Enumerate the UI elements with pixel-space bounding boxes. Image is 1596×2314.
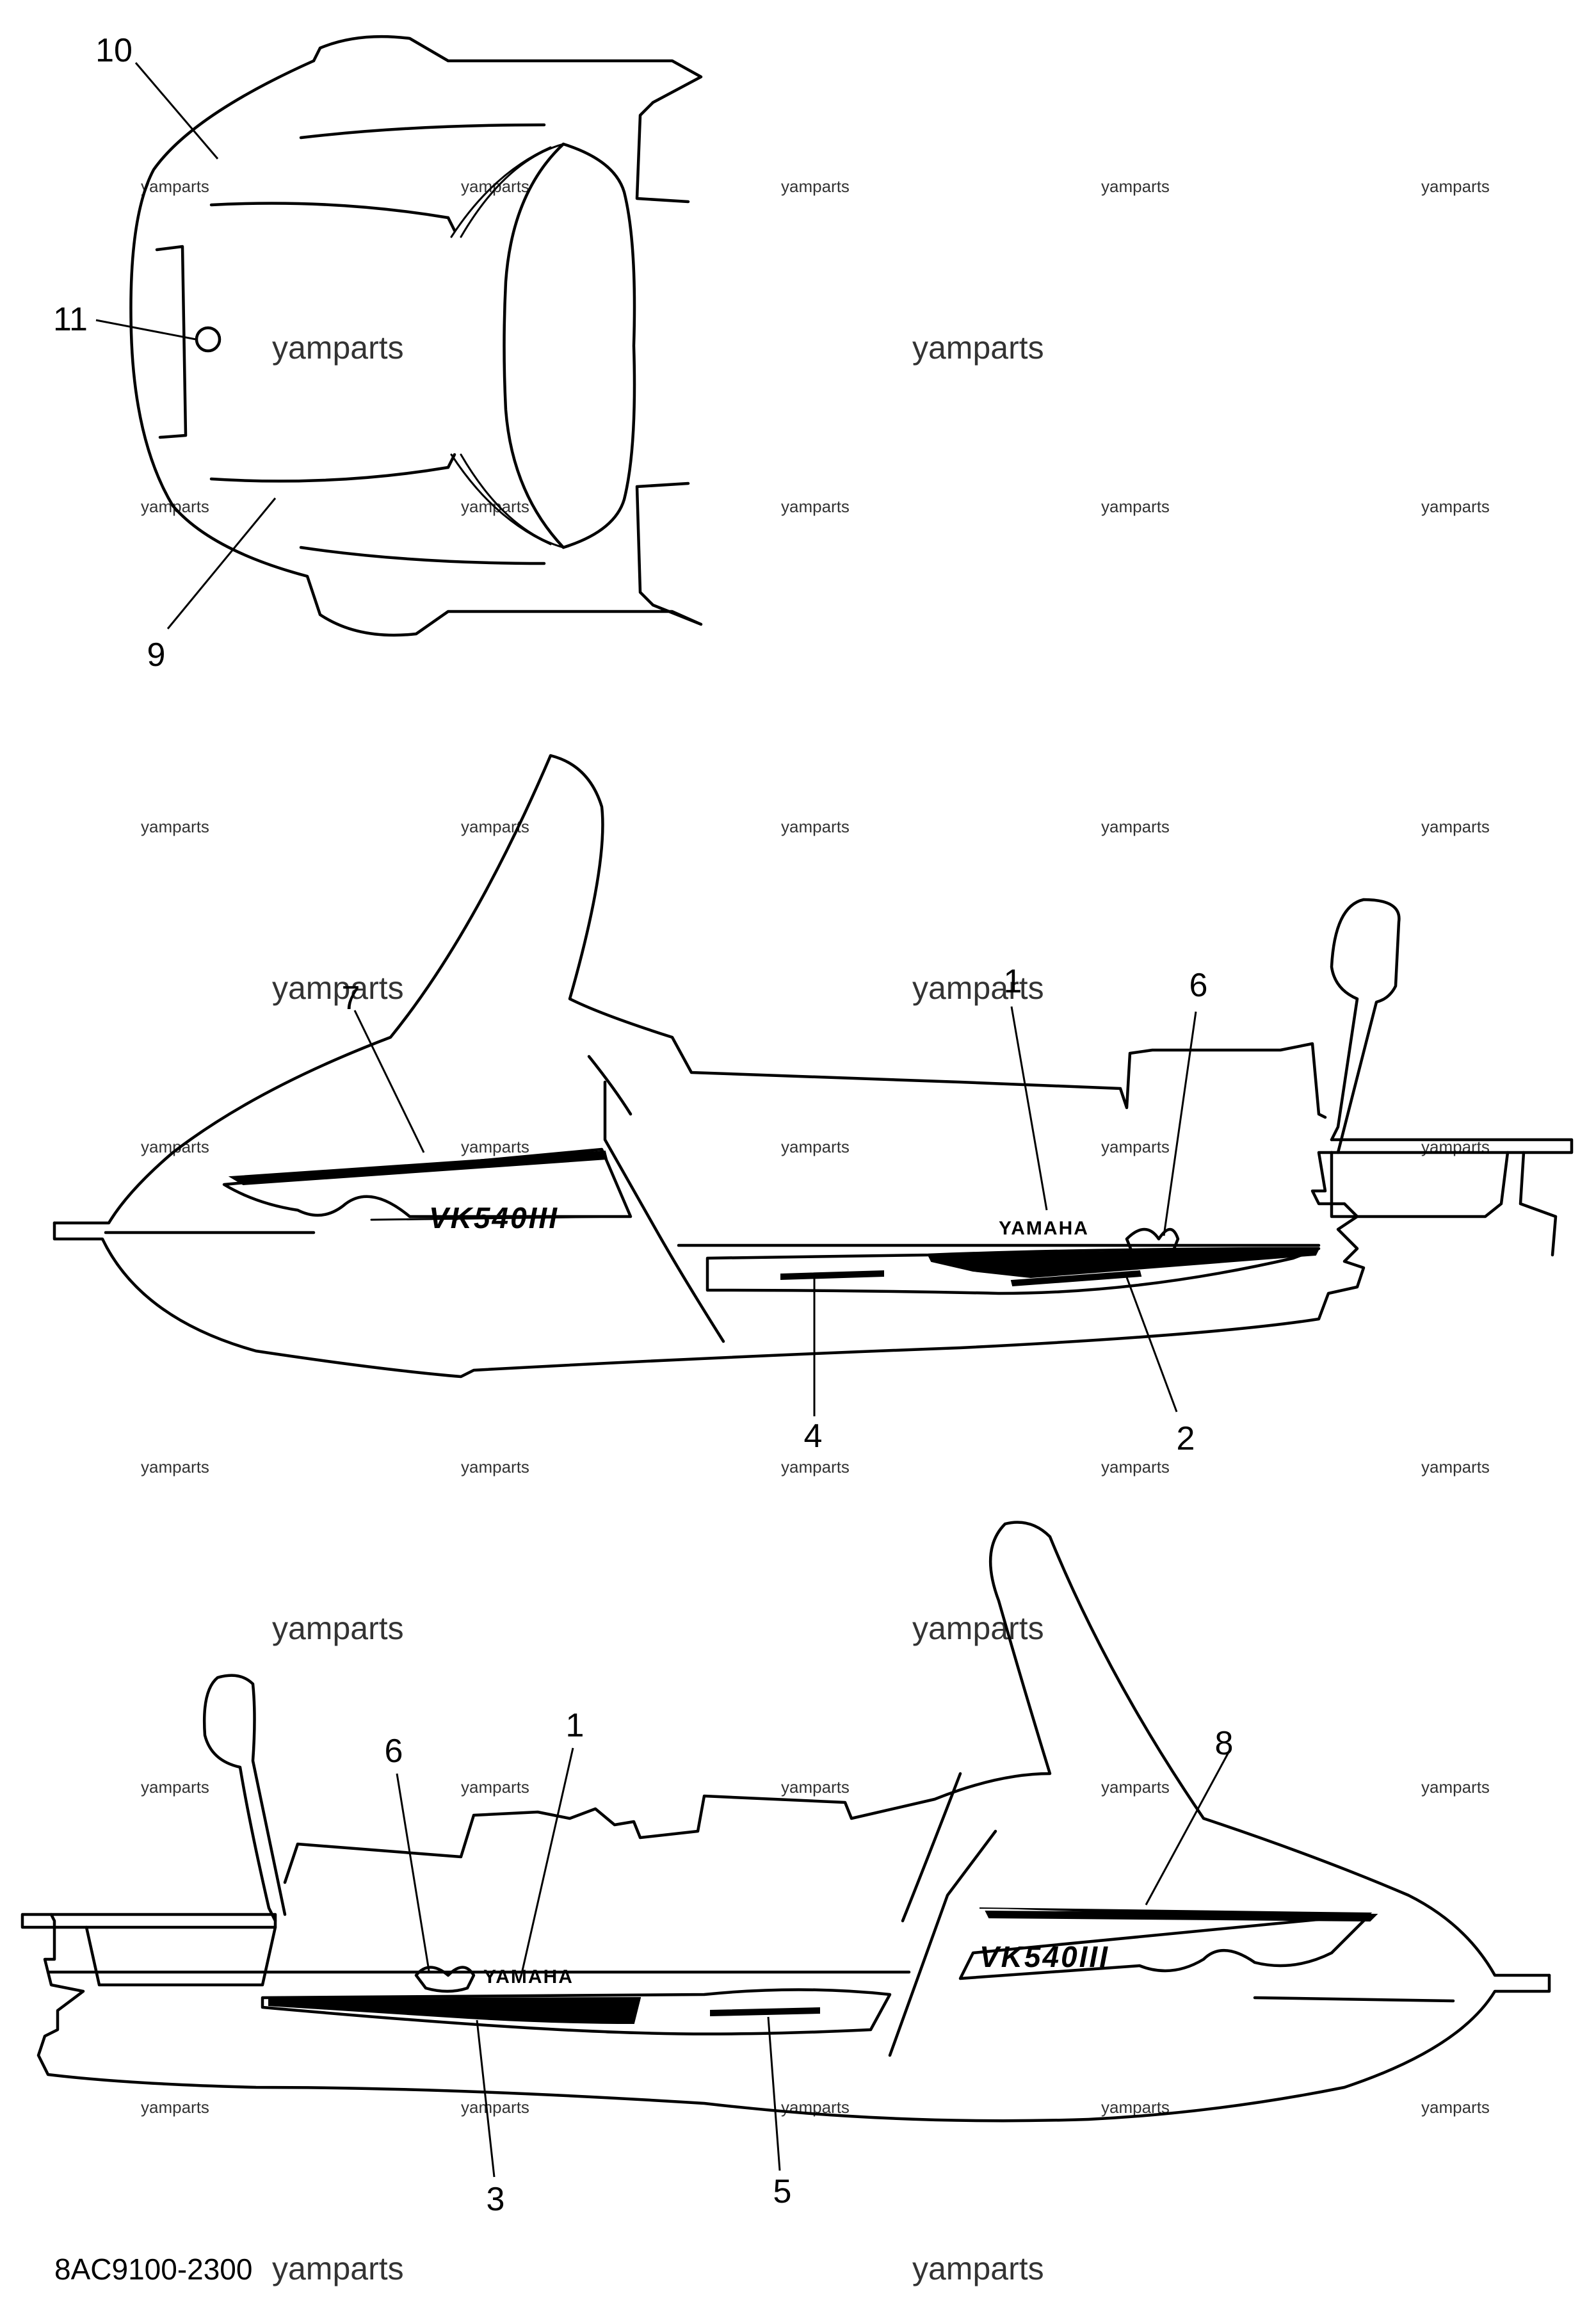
watermark-text: yamparts bbox=[1421, 177, 1490, 196]
right-side-view-drawing bbox=[52, 754, 1574, 1416]
callout-6-left: 6 bbox=[385, 1733, 403, 1770]
watermark-text: yamparts bbox=[272, 2251, 404, 2286]
watermark-text: yamparts bbox=[141, 1777, 209, 1797]
callout-4: 4 bbox=[804, 1418, 823, 1455]
watermark-text: yamparts bbox=[1421, 817, 1490, 836]
watermark-text: yamparts bbox=[272, 1610, 404, 1646]
callout-8: 8 bbox=[1215, 1725, 1234, 1762]
top-view-drawing bbox=[95, 35, 703, 637]
callout-9: 9 bbox=[147, 636, 166, 674]
watermark-text: yamparts bbox=[141, 817, 209, 836]
callout-1-right: 1 bbox=[1004, 963, 1022, 1000]
decal-brand-right: YAMAHA bbox=[999, 1218, 1089, 1239]
watermark-text: yamparts bbox=[461, 2098, 529, 2117]
watermark-text: yamparts bbox=[141, 2098, 209, 2117]
watermark-text: yamparts bbox=[461, 1777, 529, 1797]
watermark-text: yamparts bbox=[461, 1137, 529, 1156]
callout-3: 3 bbox=[487, 2181, 505, 2218]
watermark-text: yamparts bbox=[1421, 2098, 1490, 2117]
watermark-text: yamparts bbox=[1101, 1777, 1170, 1797]
watermark-text: yamparts bbox=[461, 1457, 529, 1477]
watermark-text: yamparts bbox=[1101, 1137, 1170, 1156]
watermark-text: yamparts bbox=[1421, 497, 1490, 516]
callout-10: 10 bbox=[95, 32, 133, 69]
decal-model-left: VK540III bbox=[979, 1940, 1109, 1973]
watermark-text: yamparts bbox=[1101, 177, 1170, 196]
watermark-text: yamparts bbox=[461, 177, 529, 196]
drawing-code: 8AC9100-2300 bbox=[54, 2253, 252, 2286]
decal-model-right: VK540III bbox=[429, 1201, 559, 1234]
watermark-text: yamparts bbox=[912, 970, 1044, 1006]
callout-1-left: 1 bbox=[566, 1707, 584, 1744]
watermark-text: yamparts bbox=[912, 1610, 1044, 1646]
decal-brand-left: YAMAHA bbox=[483, 1966, 574, 1987]
watermark-text: yamparts bbox=[781, 497, 850, 516]
watermark-text: yamparts bbox=[1101, 817, 1170, 836]
watermark-text: yamparts bbox=[781, 817, 850, 836]
watermark-text: yamparts bbox=[781, 177, 850, 196]
callout-6-right: 6 bbox=[1189, 967, 1208, 1004]
watermark-text: yamparts bbox=[272, 330, 404, 366]
watermark-text: yamparts bbox=[1421, 1777, 1490, 1797]
watermark-text: yamparts bbox=[141, 1137, 209, 1156]
callout-7: 7 bbox=[342, 980, 360, 1017]
watermark-text: yamparts bbox=[781, 1777, 850, 1797]
watermark-layer: yamparts yamparts yamparts yamparts yamparts… bbox=[141, 177, 1490, 2286]
callout-5: 5 bbox=[773, 2173, 792, 2210]
callout-11: 11 bbox=[53, 301, 88, 338]
watermark-text: yamparts bbox=[1101, 1457, 1170, 1477]
watermark-text: yamparts bbox=[912, 2251, 1044, 2286]
watermark-text: yamparts bbox=[912, 330, 1044, 366]
watermark-text: yamparts bbox=[781, 1457, 850, 1477]
watermark-text: yamparts bbox=[1421, 1457, 1490, 1477]
watermark-text: yamparts bbox=[1101, 497, 1170, 516]
watermark-text: yamparts bbox=[272, 970, 404, 1006]
left-side-view-drawing bbox=[20, 1521, 1551, 2178]
watermark-text: yamparts bbox=[781, 1137, 850, 1156]
watermark-text: yamparts bbox=[141, 1457, 209, 1477]
watermark-text: yamparts bbox=[141, 177, 209, 196]
callout-2: 2 bbox=[1177, 1420, 1195, 1457]
